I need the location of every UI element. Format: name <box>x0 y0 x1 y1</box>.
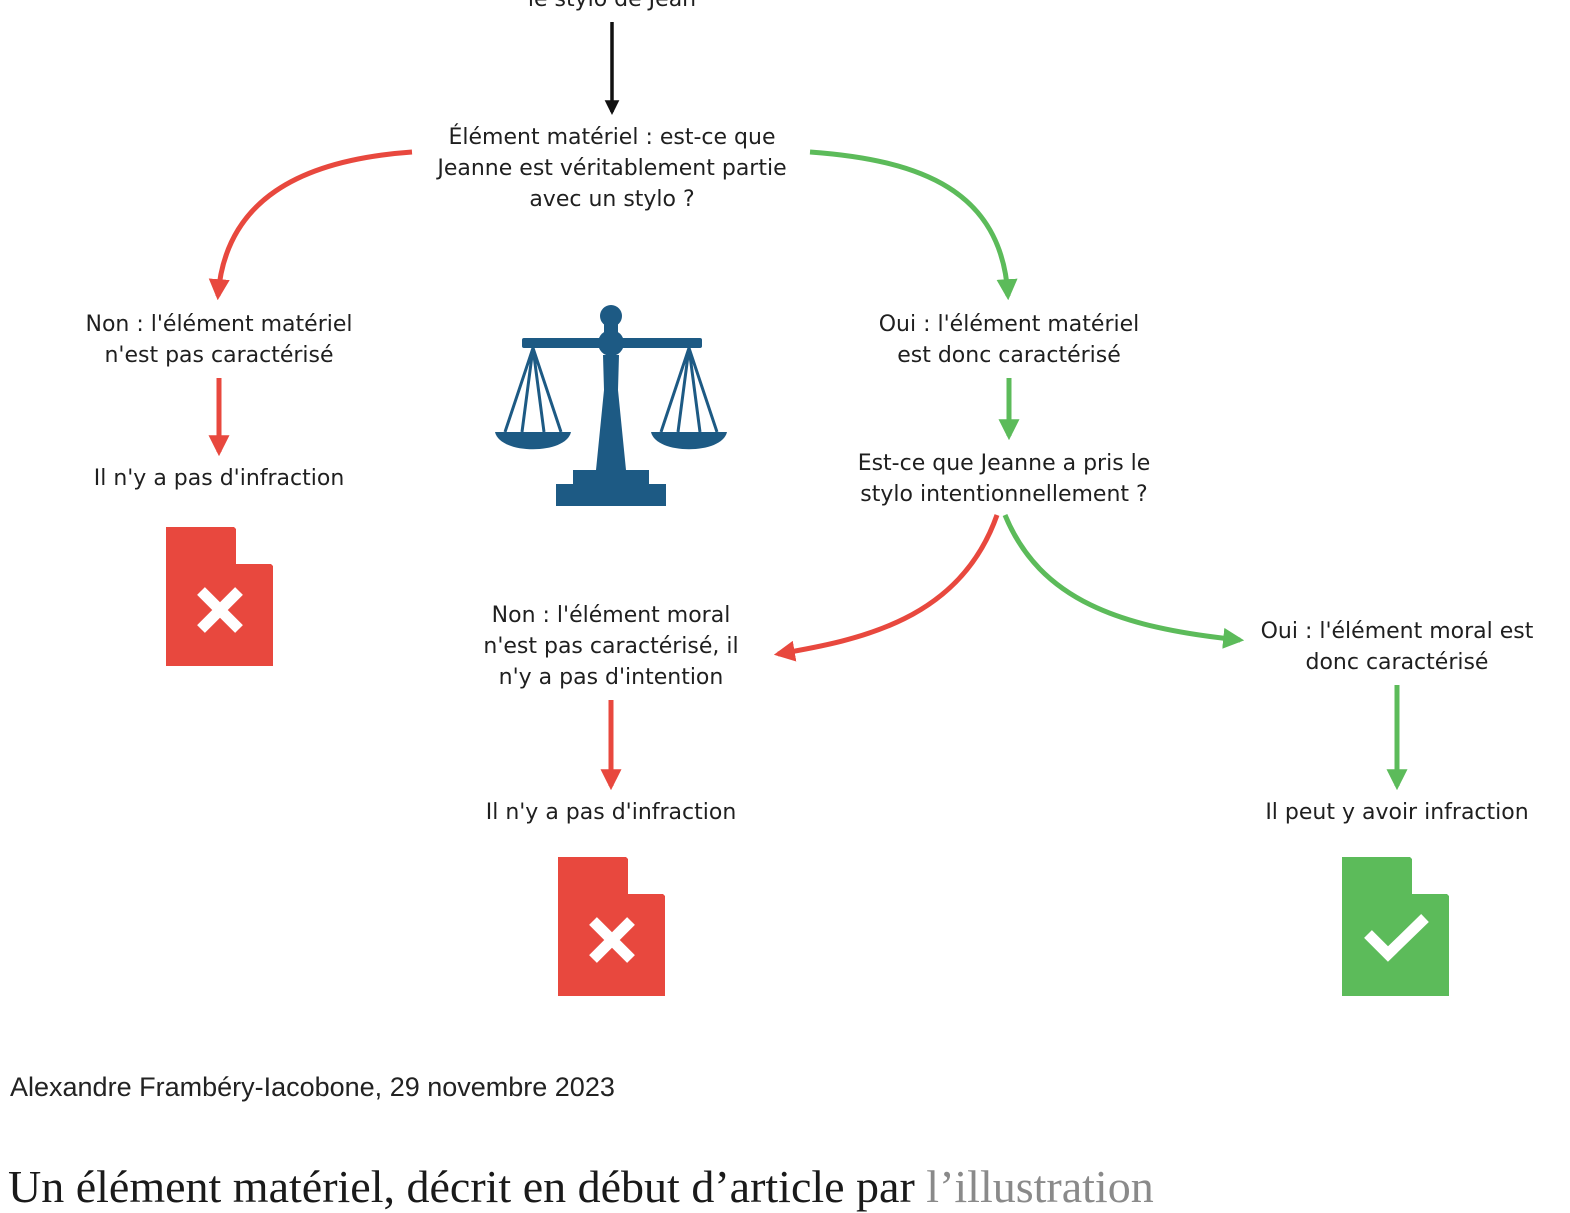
node-question-intention: Est-ce que Jeanne a pris le stylo intent… <box>857 451 1151 507</box>
node-yes-material: Oui : l'élément matériel est donc caract… <box>878 312 1140 368</box>
article-lead-paragraph: Un élément matériel, décrit en début d’a… <box>8 1160 1568 1213</box>
arrow-q1-yes <box>809 149 1018 301</box>
node-no-moral: Non : l'élément moral n'est pas caractér… <box>483 603 739 690</box>
document-x-icon <box>558 857 665 996</box>
node-no-material: Non : l'élément matériel n'est pas carac… <box>85 312 353 368</box>
arrow-q2-no <box>773 514 1000 662</box>
lead-text: Un élément matériel, décrit en début d’a… <box>8 1161 927 1212</box>
image-caption: Alexandre Frambéry-Iacobone, 29 novembre… <box>10 1072 615 1102</box>
node-result-no-infraction-2: Il n'y a pas d'infraction <box>485 800 737 825</box>
arrow-q2-yes <box>1002 514 1245 649</box>
arrow-q1-no <box>208 149 413 301</box>
balance-scale-icon <box>495 305 727 506</box>
node-result-possible-infraction: Il peut y avoir infraction <box>1265 800 1529 825</box>
document-x-icon <box>166 527 273 666</box>
illustration-link[interactable]: l’illustration <box>926 1161 1154 1212</box>
document-check-icon <box>1342 857 1449 996</box>
node-result-no-infraction-1: Il n'y a pas d'infraction <box>93 466 345 491</box>
node-top-partial: le stylo de Jean <box>462 0 762 15</box>
flowchart <box>166 22 1449 996</box>
node-yes-moral: Oui : l'élément moral est donc caractéri… <box>1260 619 1534 675</box>
node-question-material: Élément matériel : est-ce que Jeanne est… <box>437 125 787 212</box>
